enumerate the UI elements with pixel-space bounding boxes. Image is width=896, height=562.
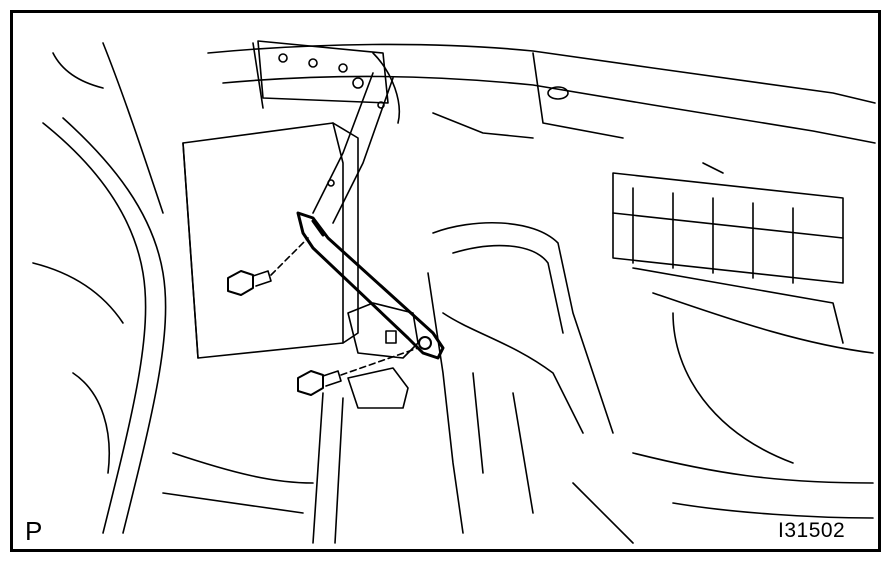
air-duct-housing [427, 221, 614, 534]
lower-pipes [162, 392, 874, 544]
dashboard-cross-beam [207, 42, 876, 144]
view-code-label: P [25, 516, 43, 546]
bolt-lower [297, 347, 419, 396]
wire-harness [32, 42, 167, 534]
vertical-strut [312, 72, 394, 224]
technical-line-drawing [32, 40, 876, 544]
relay-box [182, 122, 359, 359]
bolt-upper [227, 237, 309, 296]
hvac-unit [612, 162, 874, 464]
upper-mounting-bracket [257, 40, 389, 104]
brace-bracket [296, 211, 445, 360]
illustration-frame: P I31502 [10, 10, 881, 552]
lower-mount-block [347, 302, 419, 409]
illustration-id-label: I31502 [778, 519, 846, 542]
